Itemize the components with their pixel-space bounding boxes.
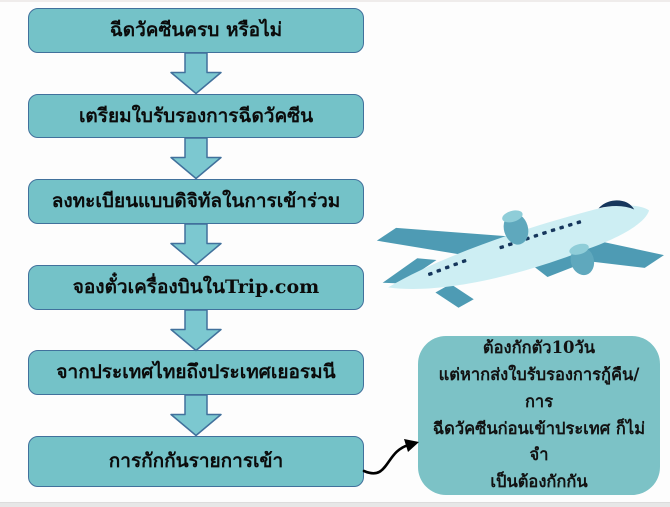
down-arrow-icon-3 <box>170 223 222 266</box>
airplane-icon <box>376 200 664 308</box>
flow-step-4: จองตั๋วเครื่องบินในTrip.com <box>28 265 364 310</box>
flow-step-5-label: จากประเทศไทยถึงประเทศเยอรมนี <box>56 361 336 384</box>
down-arrow-icon-2 <box>170 137 222 180</box>
flow-step-3-label: ลงทะเบียนแบบดิจิทัลในการเข้าร่วม <box>51 190 341 213</box>
flow-step-6-label: การกักกันรายการเข้า <box>108 450 284 473</box>
note-line-2: แต่หากส่งใบรับรองการกู้คืน/การ <box>438 365 640 411</box>
flow-step-1-label: ฉีดวัคซีนครบ หรือไม่ <box>109 19 283 42</box>
bottom-border-strip <box>0 502 670 507</box>
flow-step-3: ลงทะเบียนแบบดิจิทัลในการเข้าร่วม <box>28 179 364 224</box>
flow-step-4-label: จองตั๋วเครื่องบินในTrip.com <box>72 276 320 299</box>
down-arrow-icon-5 <box>170 394 222 437</box>
note-line-1: ต้องกักตัว10วัน <box>482 338 596 358</box>
note-line-4: เป็นต้องกักกัน <box>490 471 588 491</box>
flow-step-6: การกักกันรายการเข้า <box>28 436 364 487</box>
top-border-strip <box>0 0 670 2</box>
curved-arrow-icon <box>362 439 419 475</box>
down-arrow-icon-4 <box>170 309 222 352</box>
note-line-3: ฉีดวัคซีนก่อนเข้าประเทศ ก็ไม่จำ <box>432 418 646 465</box>
down-arrow-icon-1 <box>170 52 222 95</box>
quarantine-note-bubble: ต้องกักตัว10วัน แต่หากส่งใบรับรองการกู้ค… <box>418 336 660 495</box>
flow-step-1: ฉีดวัคซีนครบ หรือไม่ <box>28 8 364 53</box>
flow-step-2-label: เตรียมใบรับรองการฉีดวัคซีน <box>78 104 314 127</box>
flow-step-2: เตรียมใบรับรองการฉีดวัคซีน <box>28 94 364 138</box>
flow-step-5: จากประเทศไทยถึงประเทศเยอรมนี <box>28 350 364 395</box>
